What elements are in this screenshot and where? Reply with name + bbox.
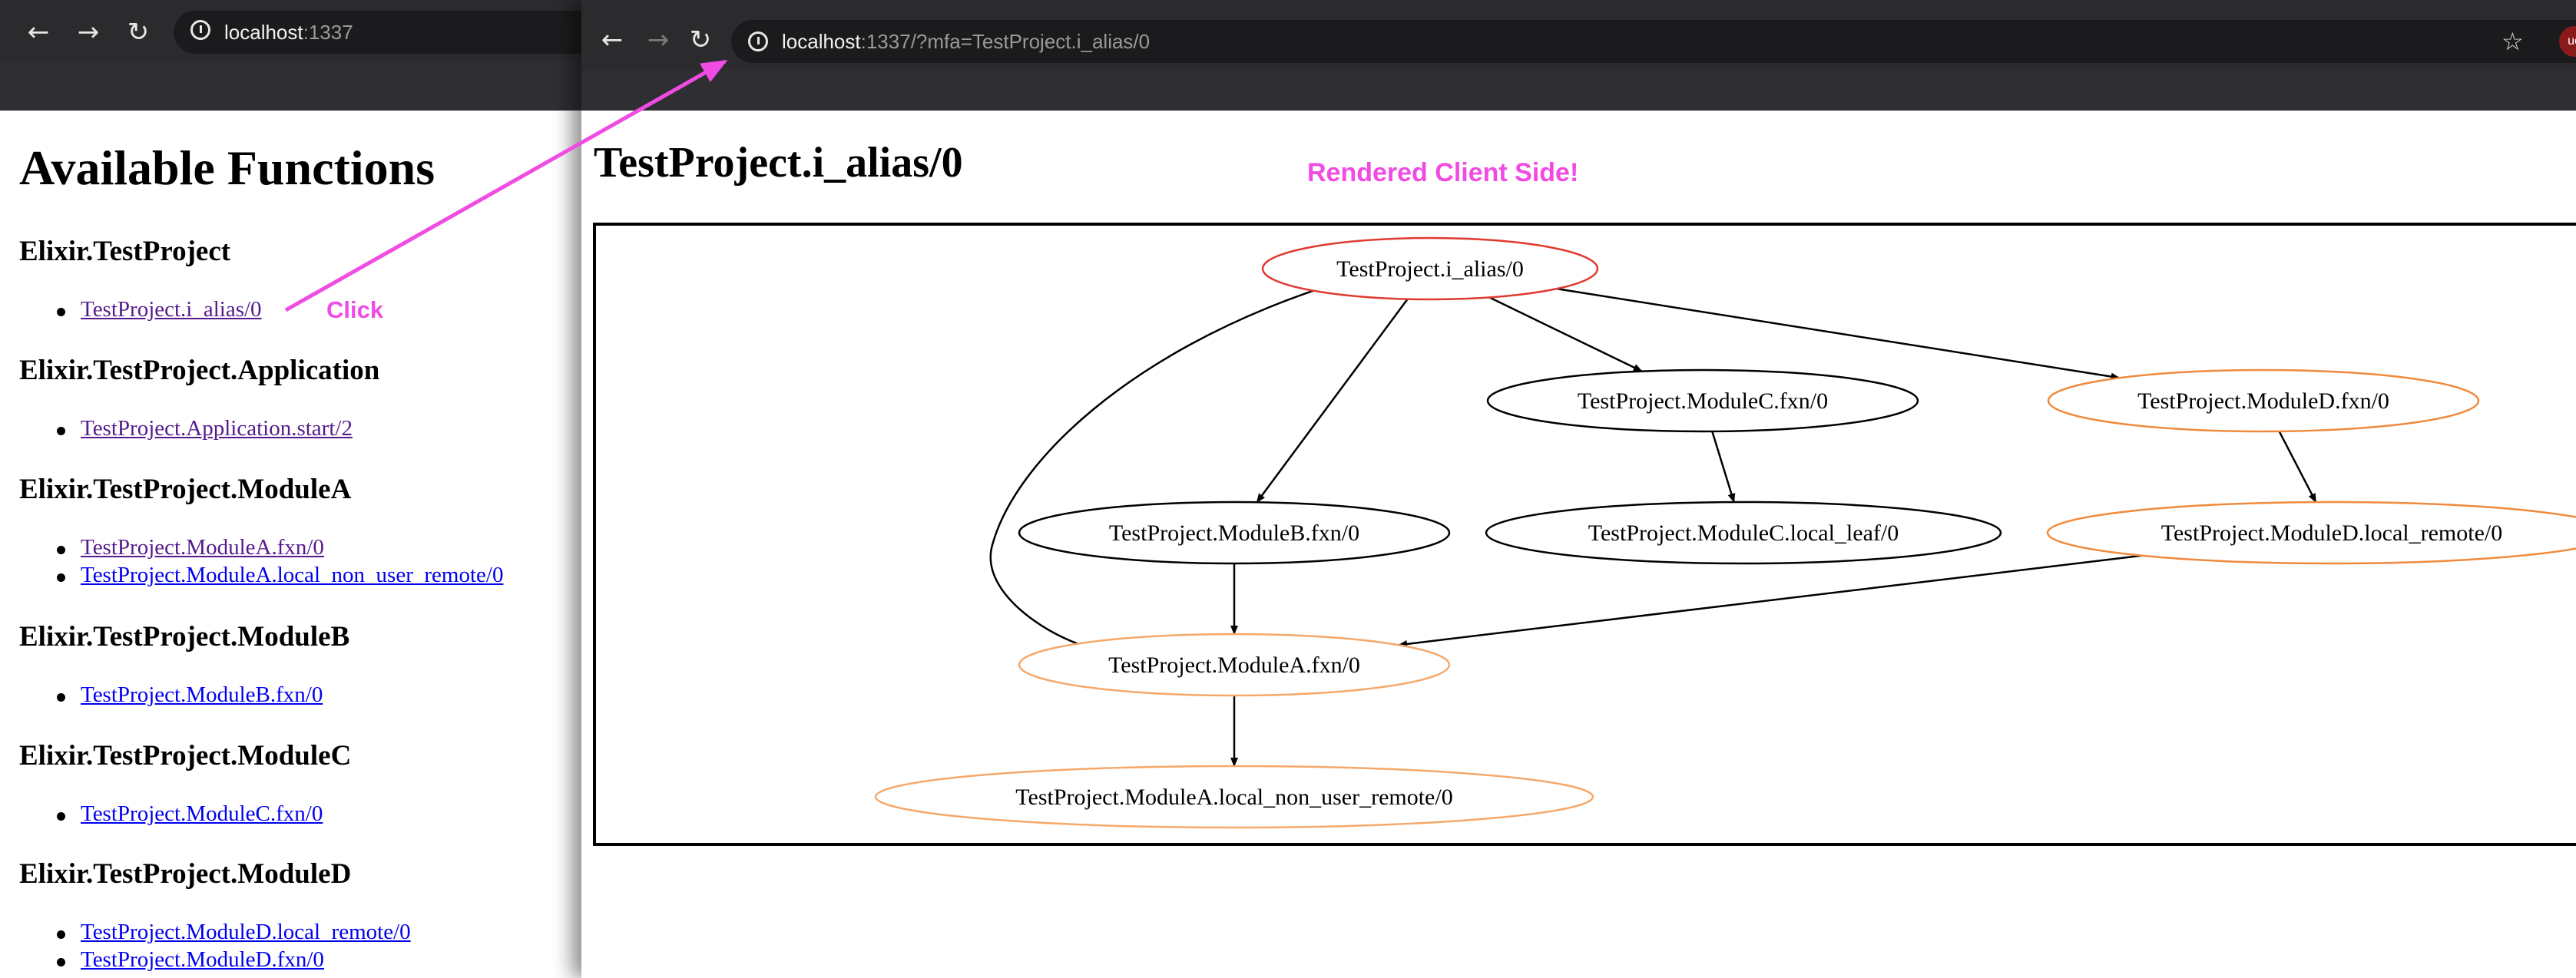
left-browser-toolbar: ← → ↻ localhost:1337 [0,0,584,111]
function-link[interactable]: TestProject.ModuleA.fxn/0 [81,535,324,560]
list-bullet [57,546,65,554]
graph-node-dremote[interactable]: TestProject.ModuleD.local_remote/0 [2046,501,2576,565]
graph-edge-root-cfxn [1488,296,1643,372]
graph-node-label: TestProject.ModuleA.local_non_user_remot… [1015,785,1452,810]
list-bullet [57,693,65,702]
function-link[interactable]: TestProject.ModuleC.fxn/0 [81,801,323,826]
forward-arrow-icon[interactable]: → [647,25,670,55]
graph-node-ellipse [874,765,1594,829]
list-bullet [57,308,65,316]
function-link[interactable]: TestProject.ModuleD.fxn/0 [81,947,324,972]
list-bullet [57,812,65,821]
page-heading: Available Functions [19,140,435,195]
right-browser-toolbar: ← → ↻ localhost:1337/?mfa=TestProject.i_… [581,0,2576,111]
left-browser-window: ← → ↻ localhost:1337 Available Functions… [0,0,584,978]
graph-edge-cfxn-cleaf [1711,431,1736,503]
graph-node-root[interactable]: TestProject.i_alias/0 [1261,236,1599,301]
graph-edge-root-dfxn [1556,287,2121,381]
graph-node-label: TestProject.i_alias/0 [1336,256,1524,282]
graph-edge-dfxn-dremote [2278,431,2317,503]
graph-node-ellipse [2046,501,2576,565]
section-heading: Elixir.TestProject.ModuleD [19,858,352,890]
site-info-icon[interactable] [190,20,210,40]
graph-node-aremote[interactable]: TestProject.ModuleA.local_non_user_remot… [874,765,1594,829]
rendered-client-side-annotation: Rendered Client Side! [1307,158,1579,187]
graph-node-ellipse [1018,633,1451,697]
graph-node-ellipse [1485,501,2002,565]
graph-edge-root-bfxn [1256,298,1409,504]
graph-nodes: TestProject.i_alias/0TestProject.ModuleC… [874,236,2576,829]
graph-node-ellipse [1018,501,1451,565]
left-bookmarks-bar [0,61,584,111]
function-link[interactable]: TestProject.i_alias/0 [81,297,262,322]
graph-node-ellipse [1486,368,1919,433]
section-heading: Elixir.TestProject [19,236,231,267]
right-bookmarks-bar [581,71,2576,111]
function-link[interactable]: TestProject.ModuleB.fxn/0 [81,682,323,707]
left-address-bar[interactable]: localhost:1337 [174,11,584,54]
graph-node-label: TestProject.ModuleC.local_leaf/0 [1588,520,1899,546]
section-heading: Elixir.TestProject.ModuleB [19,621,350,653]
reload-icon[interactable]: ↻ [689,25,712,55]
graph-node-label: TestProject.ModuleD.fxn/0 [2137,388,2389,414]
graph-node-label: TestProject.ModuleA.fxn/0 [1108,653,1360,678]
graph-edge-dremote-afxn [1398,554,2142,648]
graph-edge-root-afxn [989,289,1316,654]
graph-node-dfxn[interactable]: TestProject.ModuleD.fxn/0 [2047,368,2480,433]
graph-page-title: TestProject.i_alias/0 [594,139,963,187]
list-bullet [57,427,65,435]
section-heading: Elixir.TestProject.ModuleA [19,474,352,505]
graph-node-afxn[interactable]: TestProject.ModuleA.fxn/0 [1018,633,1451,697]
graph-node-cleaf[interactable]: TestProject.ModuleC.local_leaf/0 [1485,501,2002,565]
extension-icon[interactable]: uo [2559,26,2576,57]
list-bullet [57,930,65,939]
section-heading: Elixir.TestProject.Application [19,355,380,386]
function-link[interactable]: TestProject.Application.start/2 [81,416,353,441]
right-address-bar[interactable]: localhost:1337/?mfa=TestProject.i_alias/… [731,20,2576,63]
back-arrow-icon[interactable]: ← [601,25,624,55]
forward-arrow-icon[interactable]: → [77,17,100,48]
graph-edges [989,287,2317,767]
bookmark-star-icon[interactable]: ☆ [2502,27,2524,56]
graph-node-label: TestProject.ModuleB.fxn/0 [1109,520,1359,546]
click-annotation: Click [326,296,384,323]
function-link[interactable]: TestProject.ModuleA.local_non_user_remot… [81,563,504,587]
call-graph: TestProject.i_alias/0TestProject.ModuleC… [874,236,2576,829]
graph-node-ellipse [2047,368,2480,433]
graph-node-label: TestProject.ModuleD.local_remote/0 [2161,520,2502,546]
right-browser-window: ← → ↻ localhost:1337/?mfa=TestProject.i_… [581,0,2576,978]
graph-node-bfxn[interactable]: TestProject.ModuleB.fxn/0 [1018,501,1451,565]
list-bullet [57,958,65,966]
reload-icon[interactable]: ↻ [127,17,150,48]
section-heading: Elixir.TestProject.ModuleC [19,740,352,771]
graph-node-cfxn[interactable]: TestProject.ModuleC.fxn/0 [1486,368,1919,433]
list-bullet [57,573,65,582]
right-url-text: localhost:1337/?mfa=TestProject.i_alias/… [782,30,1151,53]
left-url-text: localhost:1337 [224,21,353,44]
back-arrow-icon[interactable]: ← [27,17,50,48]
function-link[interactable]: TestProject.ModuleD.local_remote/0 [81,920,411,944]
graph-node-ellipse [1261,236,1599,301]
site-info-icon[interactable] [748,31,768,51]
graph-node-label: TestProject.ModuleC.fxn/0 [1578,388,1828,414]
